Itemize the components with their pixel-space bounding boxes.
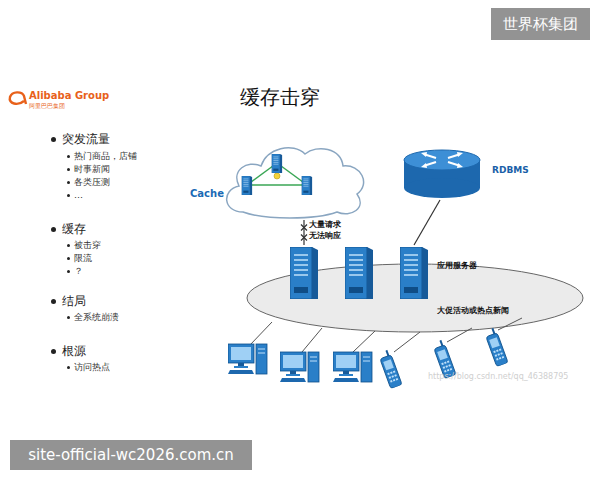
- bullet-dot: [67, 366, 70, 369]
- cloud-outline: [227, 148, 364, 218]
- bullet-dot: [51, 349, 56, 354]
- client-wires: [250, 318, 522, 352]
- bullet-item: 全系统崩溃: [74, 312, 119, 323]
- watermark: 世界杯集团: [491, 8, 590, 40]
- slide-title: 缓存击穿: [180, 84, 380, 111]
- server-icons: [290, 247, 428, 299]
- bullet-dot: [67, 270, 70, 273]
- bullet-dot: [67, 316, 70, 319]
- bullet-dot: [67, 181, 70, 184]
- app-servers: 应用服务器: [285, 245, 495, 302]
- bullet-dot: [51, 299, 56, 304]
- ring-center: [274, 173, 280, 179]
- bullet-item: 热门商品，店铺: [74, 151, 137, 162]
- logo-mark: [10, 92, 26, 104]
- bullet-heading: 结局: [62, 294, 86, 308]
- edge-label: 大量请求 无法响应: [309, 219, 349, 241]
- router-arrowheads: [421, 152, 463, 168]
- break-mark: [301, 235, 307, 241]
- bullet-item: …: [74, 190, 83, 201]
- bullet-dot: [51, 227, 56, 232]
- logo-text: Alibaba Group: [29, 90, 109, 102]
- node-shape: [185, 140, 370, 220]
- router-top: [404, 150, 480, 170]
- band-label: 大促活动或热点新闻: [437, 306, 509, 316]
- node-label: 应用服务器: [437, 261, 477, 271]
- bullet-dot: [51, 137, 56, 142]
- watermark: site-official-wc2026.com.cn: [10, 440, 252, 470]
- bullet-dot: [67, 194, 70, 197]
- break-mark: [301, 225, 307, 231]
- bullet-heading: 缓存: [62, 222, 86, 236]
- bullet-dot: [67, 257, 70, 260]
- router-base: [404, 178, 480, 198]
- router-arrows: [425, 155, 459, 166]
- bullet-item: 被击穿: [74, 240, 101, 251]
- cache-cloud: Cache: [185, 140, 370, 220]
- bullet-item: 时事新闻: [74, 164, 110, 175]
- bullet-dot: [67, 155, 70, 158]
- cache-servers: [242, 154, 312, 195]
- bullet-item: 限流: [74, 253, 92, 264]
- node-shape: [285, 245, 495, 302]
- node-label: RDBMS: [492, 165, 529, 176]
- node-label: Cache: [190, 188, 224, 200]
- bullet-dot: [67, 168, 70, 171]
- connector: [414, 200, 440, 245]
- bullet-dot: [67, 244, 70, 247]
- bullet-item: 访问热点: [74, 362, 110, 373]
- bullet-heading: 突发流量: [62, 132, 110, 146]
- database-router: RDBMS: [400, 145, 540, 200]
- bullet-item: 各类压测: [74, 177, 110, 188]
- logo-text: 阿里巴巴集团: [29, 102, 65, 109]
- bullet-heading: 根源: [62, 344, 86, 358]
- connector: [303, 220, 304, 245]
- bullet-item: ？: [74, 266, 83, 277]
- watermark: https://blog.csdn.net/qq_46388795: [428, 372, 568, 382]
